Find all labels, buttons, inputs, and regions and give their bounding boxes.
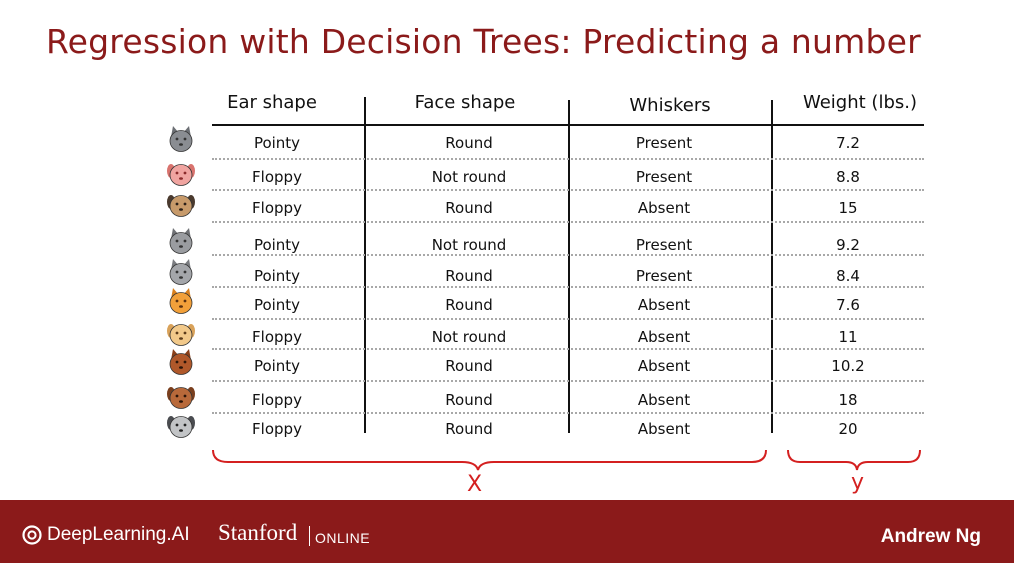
tan-dog-icon <box>167 324 195 346</box>
cell-face: Round <box>445 420 493 438</box>
braces-annotation <box>212 449 921 471</box>
gray-wolf-icon <box>169 228 193 254</box>
header-ear-shape: Ear shape <box>227 92 317 113</box>
cell-ear: Floppy <box>252 168 302 186</box>
row-separator <box>212 286 924 288</box>
row-separator <box>212 189 924 191</box>
cell-face: Round <box>445 199 493 217</box>
deeplearning-logo: DeepLearning.AI <box>22 524 190 546</box>
cell-face: Round <box>445 391 493 409</box>
cell-ear: Pointy <box>253 357 301 375</box>
cell-weight: 7.6 <box>836 296 860 314</box>
orange-cat-icon <box>169 288 193 314</box>
brand-divider <box>309 526 310 546</box>
cell-face: Round <box>445 296 493 314</box>
deeplearning-wordmark: DeepLearning.AI <box>47 524 190 545</box>
cell-whiskers: Absent <box>637 199 691 217</box>
cell-ear: Pointy <box>253 267 301 285</box>
cell-weight: 20 <box>838 420 858 438</box>
cell-face: Round <box>445 267 493 285</box>
cell-face: Not round <box>431 328 507 346</box>
brown-dog-icon <box>167 387 195 409</box>
gray-kitten-icon <box>169 259 193 285</box>
cell-ear: Pointy <box>253 296 301 314</box>
column-divider <box>568 100 570 433</box>
cell-ear: Pointy <box>253 134 301 152</box>
header-weight: Weight (lbs.) <box>802 92 917 113</box>
header-whiskers: Whiskers <box>629 95 711 116</box>
cell-whiskers: Absent <box>637 296 691 314</box>
cell-whiskers: Present <box>635 267 693 285</box>
cell-weight: 9.2 <box>836 236 860 254</box>
pig-icon <box>167 164 195 186</box>
gray-dog-icon <box>167 416 195 438</box>
pug-icon <box>167 195 195 217</box>
cell-ear: Floppy <box>252 199 302 217</box>
cell-whiskers: Absent <box>637 420 691 438</box>
cell-face: Not round <box>431 168 507 186</box>
y-brace <box>787 449 921 471</box>
cell-weight: 7.2 <box>836 134 860 152</box>
online-wordmark: ONLINE <box>315 530 371 546</box>
cell-weight: 8.8 <box>836 168 860 186</box>
cell-weight: 18 <box>838 391 858 409</box>
row-separator <box>212 348 924 350</box>
cell-weight: 11 <box>838 328 858 346</box>
cell-whiskers: Present <box>635 134 693 152</box>
cell-whiskers: Present <box>635 236 693 254</box>
cell-face: Round <box>445 357 493 375</box>
cell-weight: 10.2 <box>831 357 865 375</box>
cell-ear: Floppy <box>252 328 302 346</box>
brown-cat-icon <box>169 349 193 375</box>
header-rule <box>212 124 924 126</box>
row-separator <box>212 158 924 160</box>
cell-whiskers: Present <box>635 168 693 186</box>
y-label: y <box>851 470 865 495</box>
cell-ear: Pointy <box>253 236 301 254</box>
cell-ear: Floppy <box>252 391 302 409</box>
row-separator <box>212 380 924 382</box>
row-separator <box>212 221 924 223</box>
stanford-wordmark: Stanford <box>218 520 298 545</box>
cell-whiskers: Absent <box>637 357 691 375</box>
cell-whiskers: Absent <box>637 328 691 346</box>
presenter-name: Andrew Ng <box>880 526 981 547</box>
cell-face: Not round <box>431 236 507 254</box>
cell-face: Round <box>445 134 493 152</box>
column-divider <box>364 97 366 433</box>
column-divider <box>771 100 773 433</box>
x-label: X <box>467 472 483 497</box>
cell-whiskers: Absent <box>637 391 691 409</box>
deeplearning-mark-icon <box>22 525 42 545</box>
slide-title: Regression with Decision Trees: Predicti… <box>46 22 921 61</box>
header-face-shape: Face shape <box>414 92 516 113</box>
cell-weight: 8.4 <box>836 267 860 285</box>
cell-ear: Floppy <box>252 420 302 438</box>
gray-cat-icon <box>169 126 193 152</box>
cell-weight: 15 <box>838 199 858 217</box>
x-brace <box>212 449 767 471</box>
footer-bar: DeepLearning.AI Stanford ONLINE Andrew N… <box>0 500 1014 563</box>
row-separator <box>212 412 924 414</box>
row-separator <box>212 318 924 320</box>
row-separator <box>212 254 924 256</box>
